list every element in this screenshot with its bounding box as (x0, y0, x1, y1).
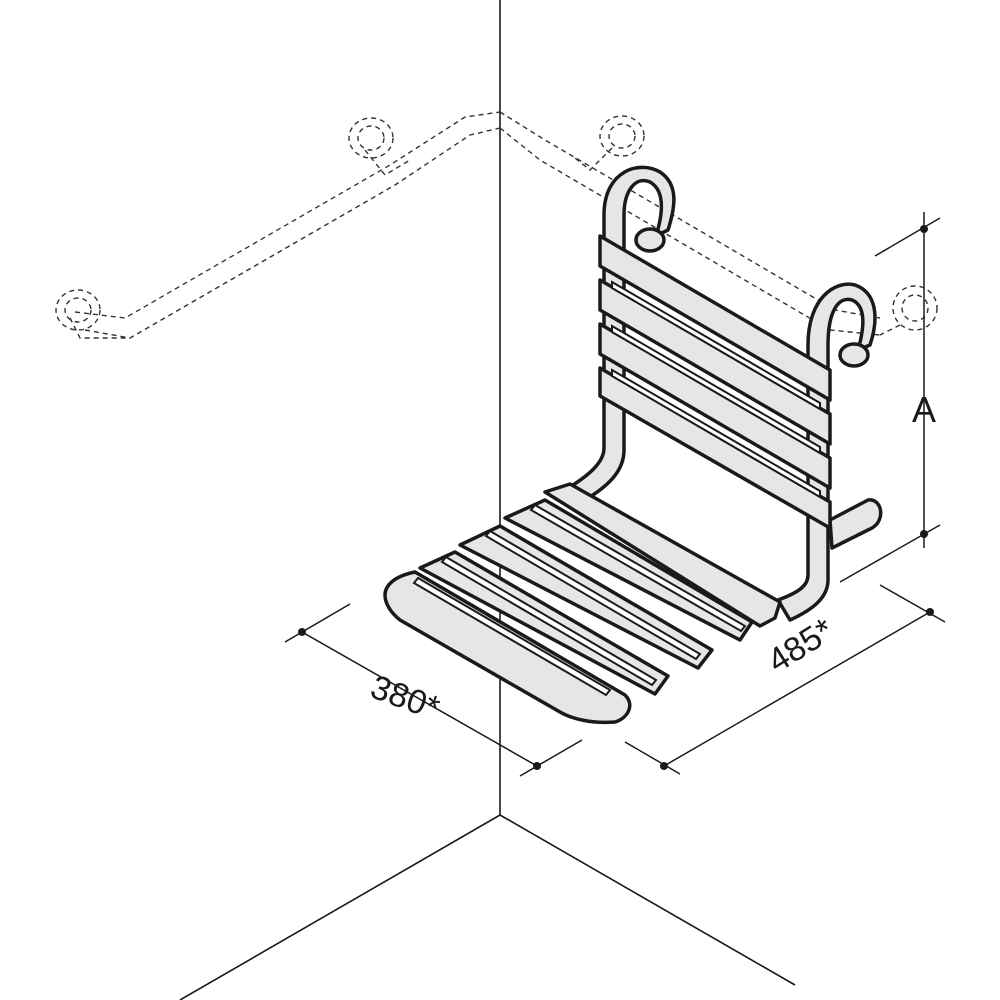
dim-380-ext-right (519, 739, 583, 777)
dim-a-ext-top (874, 217, 941, 257)
room-corner (179, 0, 796, 1000)
slat-gaps (412, 280, 821, 697)
dot-tick-icon (660, 762, 668, 770)
floor-left-line (179, 814, 501, 1000)
dim-485-line (663, 611, 931, 767)
dimension-lines (284, 212, 946, 777)
right-upright (776, 282, 877, 622)
dim-380-line (301, 631, 538, 767)
seat-slats (383, 482, 782, 725)
floor-right-line (499, 814, 796, 986)
grab-rail-dashed (55, 111, 938, 339)
seat-slat-front (383, 570, 632, 725)
dot-tick-icon (533, 762, 541, 770)
dim-485-ext-left (624, 741, 681, 775)
rear-tube (828, 498, 883, 550)
seat-slat (503, 498, 754, 642)
dim-380-ext-left (284, 603, 351, 643)
height-dimension-label: A (912, 389, 937, 430)
dim-485-ext-right (879, 584, 946, 623)
dot-tick-icon (920, 530, 928, 538)
dot-tick-icon (920, 225, 928, 233)
right-wall-stub (838, 342, 870, 368)
dimension-ticks (298, 225, 934, 770)
dot-tick-icon (926, 608, 934, 616)
back-slats (598, 234, 832, 530)
dot-tick-icon (298, 628, 306, 636)
back-slat (598, 234, 832, 402)
left-wall-stub (634, 227, 666, 253)
